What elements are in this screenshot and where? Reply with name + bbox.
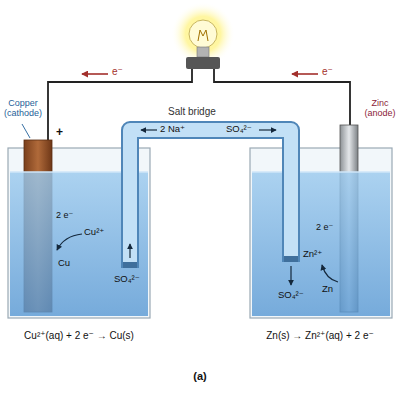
ion-arrow (290, 266, 291, 285)
ion-label: 2 Na⁺ (160, 124, 185, 135)
electrode-label: Zinc (anode) (362, 98, 398, 119)
electron-label: e⁻ (112, 66, 123, 78)
ion-label: SO₄²⁻ (226, 124, 252, 135)
liquid-surface (252, 171, 390, 173)
electron-arrow (82, 73, 108, 75)
electron-arrow (292, 73, 318, 75)
figure-caption: (a) (180, 370, 220, 383)
polarity-sign: + (56, 126, 63, 140)
ion-arrow (141, 129, 157, 130)
bridge-label: Salt bridge (168, 106, 216, 118)
metal-label: Cu (58, 258, 70, 269)
electron-label: e⁻ (322, 66, 333, 78)
electron-label: 2 e⁻ (316, 222, 333, 232)
wire (48, 69, 192, 140)
beaker (250, 148, 392, 318)
ion-label: Zn²⁺ (303, 249, 322, 260)
electrode-label: Copper (cathode) (2, 98, 44, 119)
reaction-arrow (57, 234, 82, 250)
ion-arrow (129, 244, 130, 258)
metal-label: Zn (322, 284, 333, 295)
bulb-socket (186, 57, 220, 69)
ion-label: Cu²⁺ (84, 227, 104, 238)
half-reaction: Cu²⁺(aq) + 2 e⁻ → Cu(s) (4, 330, 154, 342)
solution (252, 172, 390, 316)
filament (198, 30, 208, 41)
electron-label: 2 e⁻ (56, 210, 73, 220)
salt-bridge-wall (130, 130, 291, 268)
half-reaction: Zn(s) → Zn²⁺(aq) + 2 e⁻ (245, 330, 395, 342)
ion-label: SO₄²⁻ (114, 274, 140, 285)
bulb-glass (189, 20, 217, 48)
salt-bridge (130, 130, 291, 267)
bridge-plug (284, 256, 298, 262)
reaction-arrow (322, 265, 338, 282)
leader-line (22, 124, 30, 138)
ion-label: SO₄²⁻ (278, 290, 304, 301)
wire (214, 69, 350, 125)
bulb-base (197, 47, 209, 57)
bulb-glow (171, 2, 235, 66)
bridge-plug (123, 262, 137, 268)
ion-arrow (259, 129, 276, 130)
